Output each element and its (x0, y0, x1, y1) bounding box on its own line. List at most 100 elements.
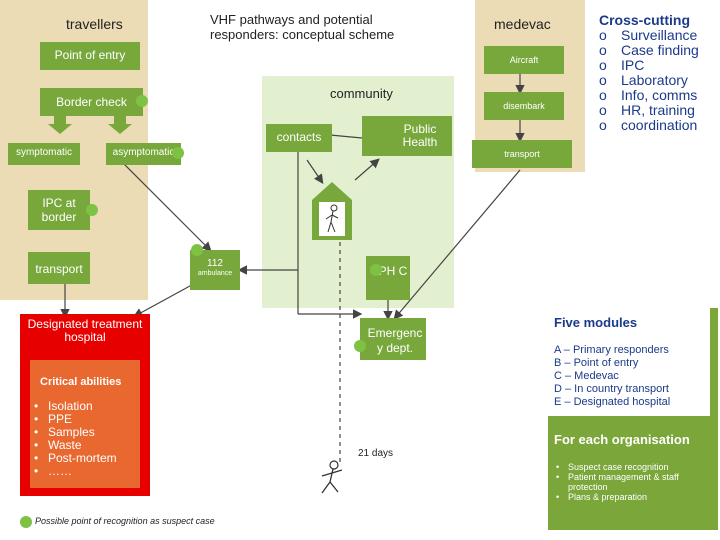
cross-cutting-item-label: Laboratory (621, 72, 688, 88)
symptomatic-label: symptomatic (15, 147, 73, 158)
bullet: • (556, 462, 560, 472)
disembark-label: disembark (503, 101, 545, 111)
phc-label: PH C (378, 264, 408, 278)
bullet: • (34, 438, 39, 452)
org-item: • Plans & preparation (556, 492, 698, 502)
list-marker: o (599, 72, 607, 88)
border-check-label: Border check (56, 95, 127, 109)
module-line: A – Primary responders (554, 344, 669, 356)
critical-ability-label: Post-mortem (48, 451, 117, 465)
legend-dot (20, 516, 32, 528)
recognition-dot (191, 244, 203, 256)
walking-person-icon (321, 460, 343, 494)
aircraft-label: Aircraft (509, 55, 539, 65)
critical-ability-item: •Isolation (34, 400, 140, 413)
critical-abilities-heading: Critical abilities (40, 376, 122, 388)
critical-ability-item: • PPE (34, 413, 140, 426)
cross-cutting-item: o Surveillance (592, 28, 700, 43)
travellers-heading: travellers (66, 16, 123, 32)
public-health-label: Public Health (402, 122, 438, 149)
house-person-icon (312, 182, 352, 240)
cross-cutting-item-label: Surveillance (621, 27, 698, 43)
cross-cutting-item-label: Info, comms (621, 87, 698, 103)
bullet: • (34, 464, 39, 478)
list-marker: o (599, 27, 607, 43)
bullet: • (556, 492, 560, 502)
critical-abilities-list: •Isolation•PPE•Samples•Waste•Post-mortem… (30, 388, 140, 478)
list-marker: o (599, 42, 607, 58)
org-item-label: Patient management & staff protection (568, 472, 679, 492)
list-marker: o (599, 57, 607, 73)
module-line: E – Designated hospital (554, 396, 671, 408)
recognition-dot (354, 340, 366, 352)
cross-cutting-item-label: HR, training (621, 102, 695, 118)
legend-text: Possible point of recognition as suspect… (35, 516, 215, 526)
org-item-label: Plans & preparation (568, 492, 648, 502)
recognition-dot (172, 147, 184, 159)
community-panel (262, 76, 454, 308)
critical-abilities-panel: Critical abilities •Isolation•PPE•Sample… (30, 360, 140, 488)
medevac-heading: medevac (494, 16, 551, 32)
org-item-label: Suspect case recognition (568, 462, 669, 472)
cross-cutting-item-label: IPC (621, 57, 645, 73)
medevac-transport-label: transport (504, 149, 540, 159)
asymptomatic-box: asymptomatic (106, 143, 181, 165)
org-item: • Suspect case recognition (556, 462, 698, 472)
bullet: • (34, 399, 39, 413)
incubation-days: 21 days (358, 448, 394, 459)
community-heading: community (330, 86, 393, 101)
cross-cutting-item: o Case finding (592, 43, 700, 58)
cross-cutting-item: o coordination (592, 118, 700, 133)
each-org-list: •Suspect case recognition•Patient manage… (556, 462, 698, 502)
bullet: • (34, 451, 39, 465)
each-org-heading: For each organisation (554, 432, 690, 447)
org-item: •Patient management & staff protection (556, 472, 698, 492)
cross-cutting-heading: Cross-cutting (599, 12, 690, 28)
cross-cutting-item: o Laboratory (592, 73, 700, 88)
recognition-dot (136, 95, 148, 107)
ipc-at-border-box: IPC at border (28, 190, 90, 230)
border-check-box: Border check (40, 88, 143, 116)
emergency-box: Emergenc y dept. (360, 318, 426, 360)
point-of-entry-box: Point of entry (40, 42, 140, 70)
asymptomatic-label: asymptomatic (112, 147, 175, 158)
transport-box: transport (28, 252, 90, 284)
critical-ability-label: Waste (48, 438, 82, 452)
list-marker: o (599, 87, 607, 103)
cross-cutting-item-label: Case finding (621, 42, 699, 58)
public-health-box: Public Health (362, 116, 452, 156)
contacts-label: contacts (276, 130, 322, 144)
ipc-at-border-label: IPC at border (41, 196, 77, 224)
ambulance-label: ambulance (197, 270, 233, 277)
point-of-entry-label: Point of entry (54, 48, 126, 62)
medevac-transport-box: transport (472, 140, 572, 168)
recognition-dot (86, 204, 98, 216)
module-line: C – Medevac (554, 370, 619, 382)
critical-ability-item: • …… (34, 465, 140, 478)
bullet: • (34, 425, 39, 439)
critical-ability-label: …… (48, 464, 72, 478)
ambulance-number: 112 (207, 258, 223, 269)
diagram-title: VHF pathways and potential responders: c… (210, 12, 395, 42)
critical-ability-item: • Samples (34, 426, 140, 439)
symptomatic-box: symptomatic (8, 143, 80, 165)
list-marker: o (599, 117, 607, 133)
cross-cutting-item-label: coordination (621, 117, 698, 133)
bullet: • (34, 412, 39, 426)
transport-label: transport (35, 262, 83, 276)
critical-ability-item: • Waste (34, 439, 140, 452)
disembark-box: disembark (484, 92, 564, 120)
ambulance-box: 112 ambulance (190, 250, 240, 290)
module-line: B – Point of entry (554, 357, 639, 369)
cross-cutting-item: o Info, comms (592, 88, 700, 103)
critical-ability-label: PPE (48, 412, 73, 426)
critical-ability-label: Samples (48, 425, 95, 439)
five-modules-heading: Five modules (554, 315, 638, 330)
contacts-box: contacts (266, 124, 332, 152)
recognition-dot (370, 264, 382, 276)
border-split-arrows (48, 116, 132, 134)
